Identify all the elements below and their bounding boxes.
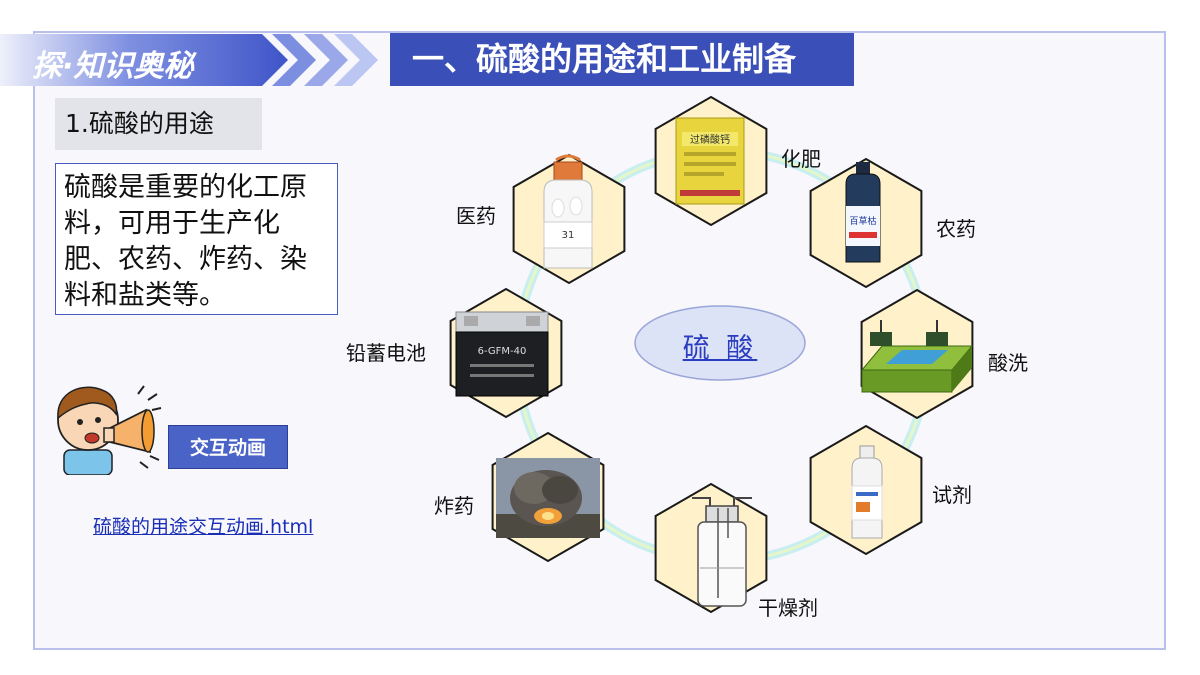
pesticide-bottle-text: 百草枯 bbox=[849, 215, 876, 227]
center-ellipse bbox=[634, 305, 806, 381]
explosion-icon bbox=[496, 458, 600, 538]
use-label-medicine: 医药 bbox=[456, 204, 496, 228]
kid-megaphone-icon bbox=[57, 385, 162, 475]
fertilizer-bag-icon: 过磷酸钙 bbox=[675, 117, 745, 205]
chevron-arrows-icon bbox=[272, 34, 378, 86]
gas-washing-bottle-icon bbox=[692, 497, 752, 607]
use-label-fertilizer: 化肥 bbox=[781, 147, 821, 171]
use-label-desiccant: 干燥剂 bbox=[758, 596, 818, 620]
banner-left-text: 探·知识奥秘 bbox=[32, 49, 194, 84]
center-label-sulfuric-acid[interactable]: 硫 酸 bbox=[682, 333, 758, 364]
battery-model-text: 6-GFM-40 bbox=[478, 346, 527, 357]
use-label-battery: 铅蓄电池 bbox=[346, 341, 426, 365]
animation-file-link[interactable]: 硫酸的用途交互动画.html bbox=[93, 516, 314, 538]
medicine-bottle-text: 31 bbox=[562, 230, 575, 241]
section-subtitle: 1.硫酸的用途 bbox=[55, 98, 262, 150]
lead-acid-battery-icon: 6-GFM-40 bbox=[455, 311, 549, 397]
section-description: 硫酸是重要的化工原料，可用于生产化肥、农药、炸药、染料和盐类等。 bbox=[55, 163, 338, 315]
pesticide-bottle-icon: 百草枯 bbox=[845, 162, 881, 263]
pickling-tank-icon bbox=[860, 320, 974, 393]
use-label-explosive: 炸药 bbox=[434, 494, 474, 518]
use-label-pesticide: 农药 bbox=[936, 217, 976, 241]
page-title: 一、硫酸的用途和工业制备 bbox=[390, 33, 854, 86]
reagent-bottle-icon bbox=[851, 445, 883, 539]
use-label-pickling: 酸洗 bbox=[988, 351, 1028, 375]
interactive-animation-button[interactable]: 交互动画 bbox=[168, 425, 288, 469]
medicine-bottle-icon: 31 bbox=[543, 154, 593, 269]
use-label-reagent: 试剂 bbox=[932, 483, 972, 507]
fertilizer-bag-text: 过磷酸钙 bbox=[690, 133, 730, 146]
banner-left-shape bbox=[0, 34, 288, 86]
